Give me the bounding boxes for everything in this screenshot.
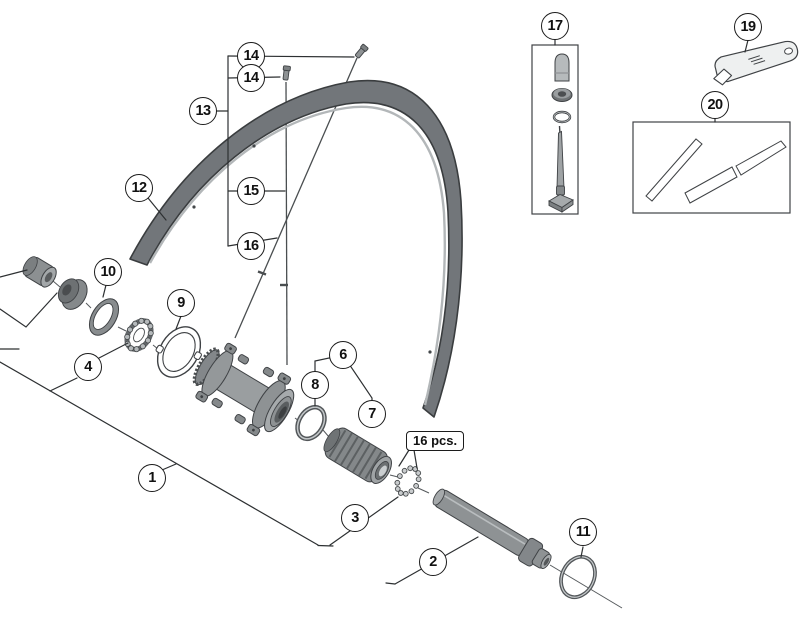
rim-tape-strip: [684, 166, 738, 204]
callout-3: 3: [341, 504, 369, 532]
rim-spoke-hole: [428, 350, 432, 354]
bearing-retainer-part: [124, 317, 154, 353]
callout-13: 13: [189, 97, 217, 125]
spoke-line: [285, 81, 288, 366]
nipple-part: [355, 43, 369, 59]
hub-body-part: [192, 342, 295, 437]
valve-cap-part: [554, 53, 570, 82]
spacer-part: [22, 256, 57, 288]
callout-19: 19: [734, 13, 762, 41]
callout-7: 7: [358, 400, 386, 428]
callout-8: 8: [301, 371, 329, 399]
valve-kit-box: [531, 44, 579, 215]
rim-spoke-hole: [192, 205, 196, 209]
spoke-tick: [257, 270, 267, 276]
callout-16: 16: [237, 232, 265, 260]
rim-band: [129, 79, 463, 418]
callout-4: 4: [74, 353, 102, 381]
quantity-label: 16 pcs.: [406, 431, 465, 451]
callout-9: 9: [167, 289, 195, 317]
valve-stem-part: [548, 125, 574, 213]
callout-12: 12: [125, 174, 153, 202]
axle-part: [432, 488, 552, 569]
freehub-body-part: [323, 427, 392, 484]
wrench-tool: [713, 40, 799, 86]
rim-inner-highlight: [148, 105, 447, 406]
o-ring-part: [295, 404, 327, 442]
spoke-nipples: [282, 43, 369, 81]
seal-plate-part: [155, 326, 202, 378]
rim-arc: [129, 79, 463, 418]
seal-ring-part: [88, 298, 120, 336]
valve-nut-part: [551, 88, 573, 102]
rim-tape-kit-box: [632, 121, 791, 214]
callout-20: 20: [701, 91, 729, 119]
valve-o-ring-part: [552, 110, 572, 124]
rim-tape-strip: [735, 140, 787, 176]
callout-15: 15: [237, 177, 265, 205]
callout-14: 14: [237, 64, 265, 92]
dust-cap-part: [57, 278, 88, 310]
callout-11: 11: [569, 518, 597, 546]
rim-spoke-hole: [252, 144, 256, 148]
bearing-balls-part: [394, 465, 422, 497]
callout-17: 17: [541, 12, 569, 40]
nipple-part: [282, 65, 291, 81]
callout-10: 10: [94, 258, 122, 286]
callout-6: 6: [329, 341, 357, 369]
rim-tape-strip: [645, 138, 703, 202]
callout-1: 1: [138, 464, 166, 492]
o-ring-part: [559, 554, 597, 600]
callout-2: 2: [419, 548, 447, 576]
